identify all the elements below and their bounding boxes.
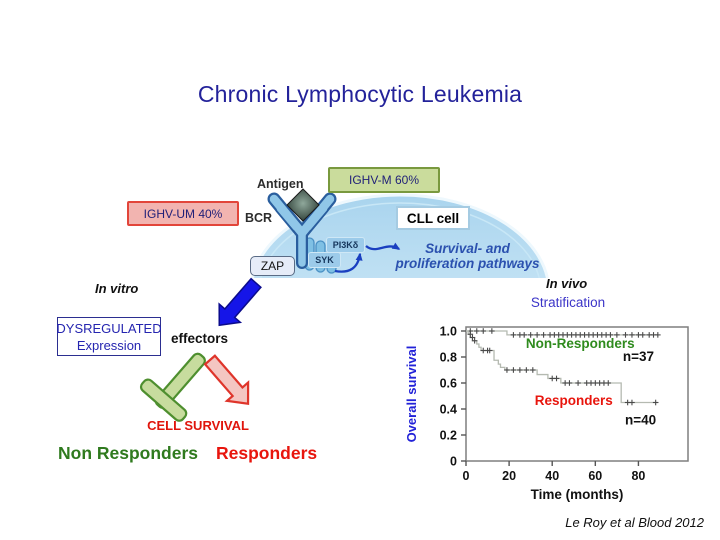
zap-box: ZAP (250, 256, 295, 276)
antigen-label: Antigen (257, 177, 304, 191)
ighv-um-label: IGHV-UM 40% (143, 206, 223, 221)
svg-text:0: 0 (463, 469, 470, 483)
svg-text:0: 0 (450, 455, 457, 469)
signal-down-arrow (218, 277, 262, 327)
svg-text:Non-Responders: Non-Responders (526, 336, 635, 351)
responders-label: Responders (216, 443, 318, 463)
syk-to-pi3k-arrow (334, 252, 363, 273)
svg-text:40: 40 (545, 469, 559, 483)
svg-text:n=40: n=40 (625, 413, 656, 428)
dysregulated-expression-box: DYSREGULATED Expression (56, 317, 162, 356)
svg-text:80: 80 (631, 469, 645, 483)
svg-text:1.0: 1.0 (440, 325, 457, 339)
svg-text:0.6: 0.6 (440, 377, 457, 391)
pathways-label: Survival- and proliferation pathways (395, 241, 540, 271)
cll-cell-box: CLL cell (396, 206, 470, 230)
pi3k-to-pathways-arrow (365, 242, 401, 251)
svg-text:0.4: 0.4 (440, 403, 457, 417)
in-vivo-heading: In vivo (546, 276, 588, 291)
antigen-diamond-icon (286, 188, 320, 222)
svg-text:n=37: n=37 (623, 349, 654, 364)
syk-box: SYK (308, 252, 341, 268)
bcr-label: BCR (245, 211, 273, 225)
slide-title: Chronic Lymphocytic Leukemia (197, 81, 523, 107)
ighv-m-label: IGHV-M 60% (348, 173, 420, 187)
bcr-antibody-icon (267, 192, 337, 269)
svg-text:60: 60 (588, 469, 602, 483)
in-vitro-heading: In vitro (95, 281, 139, 296)
citation: Le Roy et al Blood 2012 (565, 515, 704, 530)
svg-text:Responders: Responders (535, 393, 613, 408)
svg-text:0.2: 0.2 (440, 429, 457, 443)
inhibition-arrow (139, 352, 206, 422)
svg-text:0.8: 0.8 (440, 351, 457, 365)
ighv-m-box: IGHV-M 60% (328, 167, 440, 193)
survival-arrow (203, 354, 250, 406)
svg-text:20: 20 (502, 469, 516, 483)
stratification-label: Stratification (530, 295, 606, 310)
pi3k-box: PI3Kδ (326, 237, 365, 253)
ighv-um-box: IGHV-UM 40% (127, 201, 239, 226)
svg-text:Time (months): Time (months) (531, 487, 624, 502)
non-responders-label: Non Responders (58, 443, 199, 463)
cell-survival-label: CELL SURVIVAL (147, 418, 249, 433)
svg-text:Overall survival: Overall survival (404, 346, 419, 443)
effectors-label: effectors (171, 331, 229, 346)
